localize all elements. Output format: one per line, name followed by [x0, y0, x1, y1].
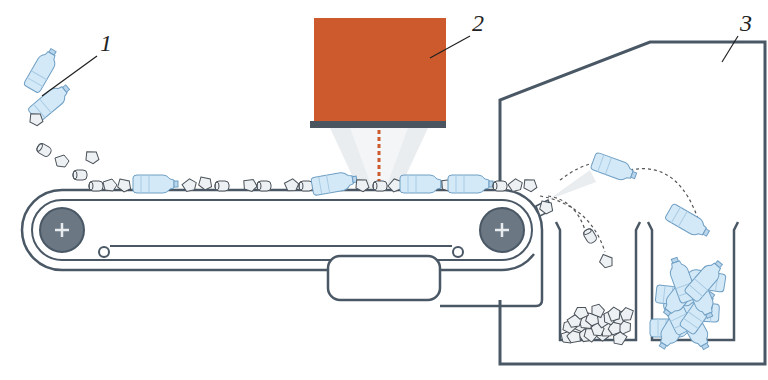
callout-number: 3 [738, 10, 754, 36]
waste-item [493, 181, 507, 191]
sorted-item [608, 307, 621, 322]
waste-item [522, 177, 539, 193]
sensor-box [314, 18, 446, 122]
sorted-item [588, 302, 606, 320]
waste-item [55, 155, 69, 167]
waste-item [181, 177, 198, 193]
frame-rail [110, 245, 452, 247]
waste-item [284, 178, 300, 192]
belt-items [23, 46, 712, 271]
waste-item [196, 174, 214, 191]
waste-item [115, 176, 133, 193]
sensor-ray [378, 130, 381, 184]
waste-item [35, 142, 52, 158]
bottle-bin [648, 222, 738, 340]
waste-item [664, 203, 712, 241]
waste-item [133, 175, 178, 193]
waste-item [84, 149, 101, 165]
leader-line [42, 56, 97, 96]
waste-item [242, 178, 258, 192]
waste-item [89, 181, 103, 191]
waste-item [448, 175, 493, 193]
motor [328, 256, 440, 300]
leader-line [722, 36, 738, 62]
waste-item [257, 181, 271, 191]
sorted-item [618, 305, 636, 323]
callout-number: 2 [470, 10, 486, 36]
waste-item [582, 227, 598, 244]
idler-roller [99, 247, 109, 257]
waste-item [507, 177, 524, 193]
drive-roller [40, 208, 84, 252]
drive-roller [480, 208, 524, 252]
waste-item [400, 175, 445, 193]
waste-item [73, 170, 87, 180]
waste-item [103, 179, 117, 191]
air-jet [548, 170, 596, 200]
callout-number: 1 [98, 30, 114, 56]
bin-contents [561, 255, 727, 352]
fragment-bin [556, 222, 640, 340]
waste-item [299, 181, 313, 191]
waste-item [28, 111, 45, 127]
sensor-plate [310, 121, 446, 128]
sorted-item [573, 306, 588, 320]
idler-roller [453, 247, 463, 257]
sorted-item [684, 257, 727, 303]
belt-inner [32, 200, 532, 260]
waste-item [373, 181, 387, 191]
conveyor-belt [22, 190, 542, 306]
waste-item [590, 152, 638, 184]
waste-item [311, 170, 358, 196]
waste-item [597, 252, 615, 270]
waste-item [354, 177, 371, 193]
leader-line [430, 36, 470, 58]
waste-item [537, 198, 555, 215]
housing [500, 42, 765, 364]
sensor-beam [350, 128, 408, 188]
waste-item [215, 181, 229, 191]
